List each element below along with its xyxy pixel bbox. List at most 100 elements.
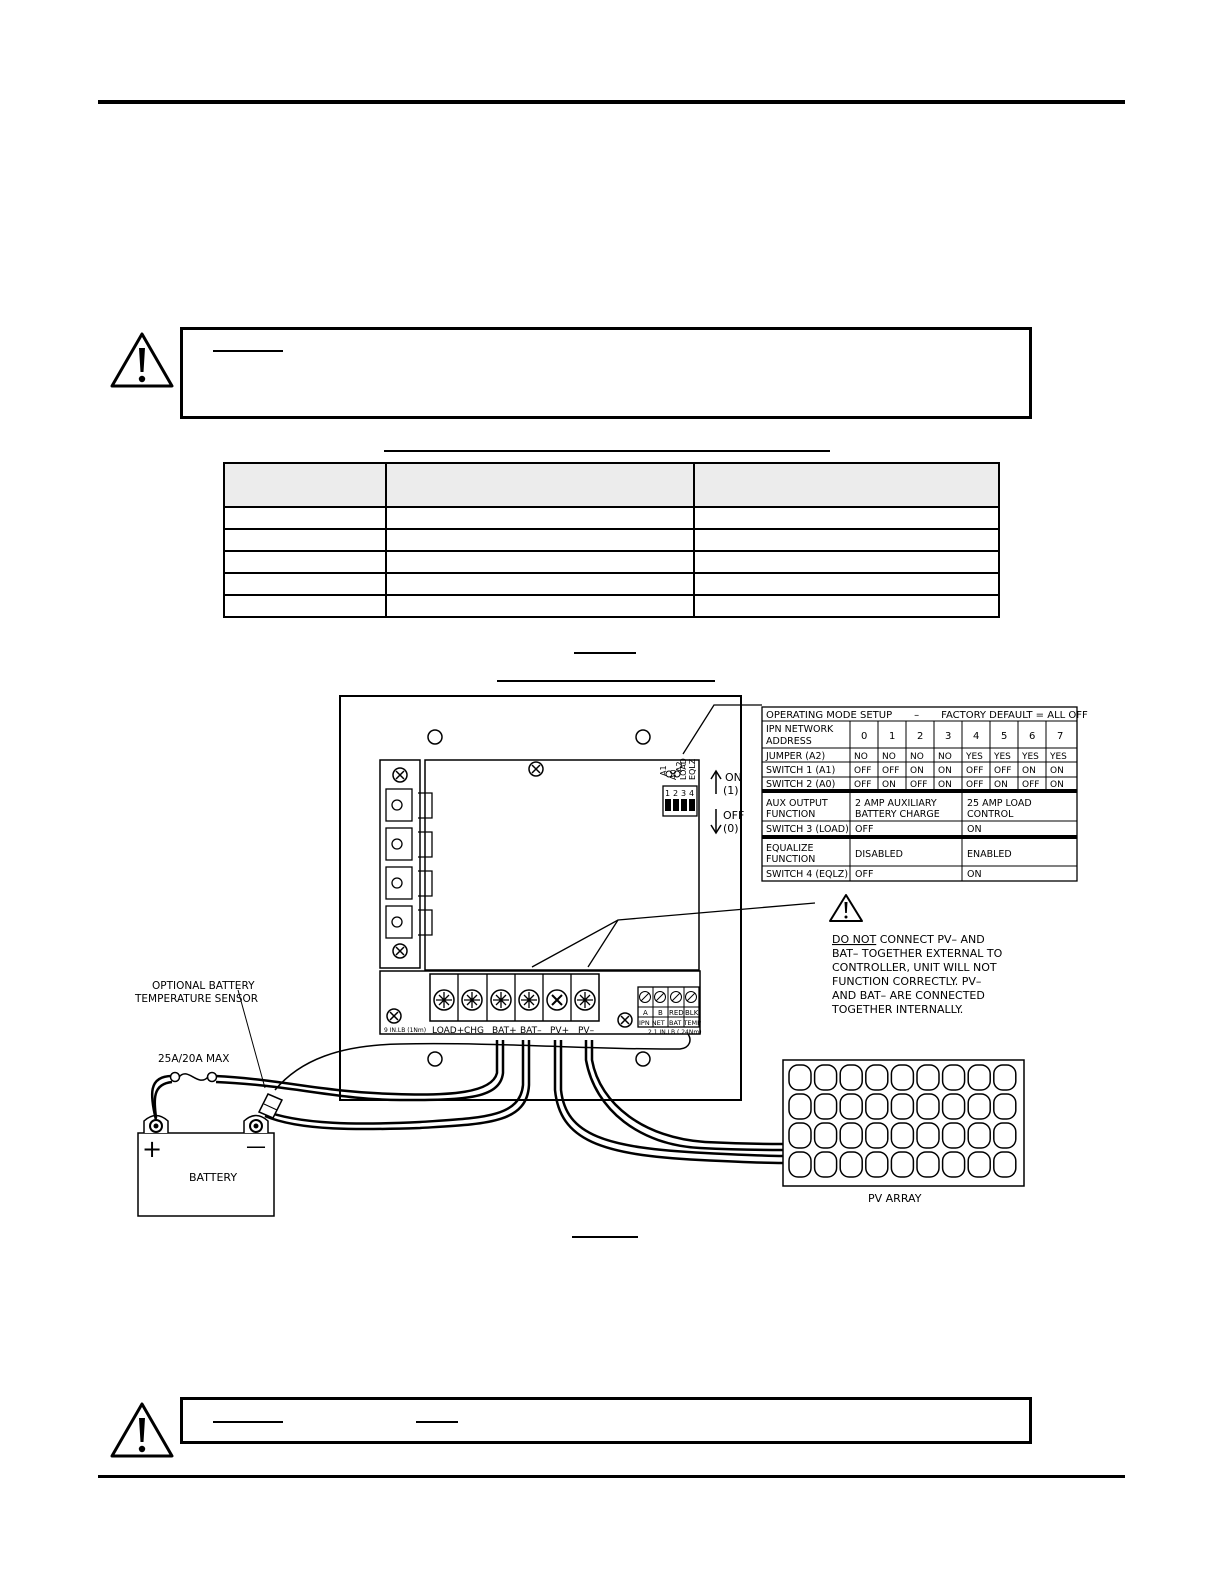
diagram-caution-icon xyxy=(829,894,863,922)
svg-text:2: 2 xyxy=(673,789,678,798)
svg-text:OFF: OFF xyxy=(910,780,927,790)
svg-text:ON: ON xyxy=(938,780,952,790)
dip-label-a0: A0 xyxy=(669,769,678,780)
bat-temp-label: BAT TEMP xyxy=(669,1019,701,1027)
table-header-row xyxy=(223,462,1000,508)
pv-bat-warning-note: DO NOT CONNECT PV– AND BAT– TOGETHER EXT… xyxy=(831,933,1003,1016)
svg-text:CONTROL: CONTROL xyxy=(967,809,1014,820)
fuse-rating-label: 25A/20A MAX xyxy=(158,1053,229,1065)
svg-text:EQUALIZE: EQUALIZE xyxy=(766,843,814,854)
pv-array xyxy=(782,1059,1025,1187)
svg-text:FUNCTION: FUNCTION xyxy=(766,854,815,865)
pv-cell xyxy=(788,1151,812,1178)
pv-cell xyxy=(941,1151,966,1178)
svg-text:OFF: OFF xyxy=(882,766,899,776)
settings-table xyxy=(223,462,1000,618)
dip-label-eqlz: EQLZ xyxy=(688,758,697,780)
terminal-screw-icon xyxy=(518,989,540,1011)
pv-cell xyxy=(993,1093,1017,1120)
pv-cell xyxy=(967,1064,991,1091)
terminal-label-pv-minus: PV– xyxy=(578,1026,595,1036)
svg-text:2: 2 xyxy=(917,731,923,742)
dip-label-load: LOAD xyxy=(679,758,688,780)
dip-switch: A1 A2 A0 LOAD EQLZ 1 2 3 4 xyxy=(659,758,698,817)
terminal-screw-icon xyxy=(617,1012,633,1028)
footer-rule xyxy=(98,1475,1125,1478)
pv-cell xyxy=(941,1064,966,1091)
svg-text:ENABLED: ENABLED xyxy=(967,849,1012,860)
figure-title-underline xyxy=(497,680,715,682)
pv-cell xyxy=(916,1151,940,1178)
svg-text:BAT– TOGETHER EXTERNAL TO: BAT– TOGETHER EXTERNAL TO xyxy=(832,947,1003,960)
svg-text:SWITCH 4 (EQLZ): SWITCH 4 (EQLZ) xyxy=(766,869,848,880)
svg-text:4: 4 xyxy=(973,731,979,742)
heatsink-screw-icon xyxy=(392,767,408,783)
terminal-screw-icon xyxy=(386,1008,402,1024)
svg-text:AUX OUTPUT: AUX OUTPUT xyxy=(766,798,828,809)
mounting-hole xyxy=(427,729,443,745)
dip-off-label: OFF xyxy=(723,809,744,822)
torque-label-signal: 2.1 IN.LB (.24Nm) xyxy=(648,1029,702,1036)
pv-cell xyxy=(890,1151,915,1178)
mounting-hole xyxy=(427,1051,443,1067)
table-row xyxy=(223,506,1000,530)
pv-cell xyxy=(993,1064,1017,1091)
off-arrow-icon xyxy=(710,809,722,835)
svg-text:BATTERY CHARGE: BATTERY CHARGE xyxy=(855,809,940,820)
svg-text:AND BAT– ARE CONNECTED: AND BAT– ARE CONNECTED xyxy=(832,989,985,1002)
mounting-hole xyxy=(635,729,651,745)
svg-text:BLK: BLK xyxy=(685,1009,699,1017)
pv-cell xyxy=(967,1151,991,1178)
figure-caption-underline xyxy=(572,1236,638,1238)
terminal-screw-icon xyxy=(574,989,596,1011)
dip-label-a2: A2 xyxy=(675,761,684,772)
temperature-sensor-icon xyxy=(257,1093,284,1119)
svg-text:NO: NO xyxy=(910,752,924,762)
svg-text:TOGETHER INTERNALLY.: TOGETHER INTERNALLY. xyxy=(831,1003,963,1016)
pv-cell xyxy=(865,1151,889,1178)
svg-text:SWITCH 2 (A0): SWITCH 2 (A0) xyxy=(766,779,835,790)
svg-text:IPN NETWORK: IPN NETWORK xyxy=(766,724,834,735)
mounting-hole xyxy=(635,1051,651,1067)
pv-cell xyxy=(839,1122,863,1149)
pv-cell xyxy=(813,1151,838,1178)
power-transistors xyxy=(385,788,433,939)
svg-text:ON: ON xyxy=(1050,766,1064,776)
table-header-cell xyxy=(385,462,695,508)
terminal-label-chg: CHG xyxy=(464,1026,484,1036)
table-caption-underline xyxy=(384,450,830,452)
pv-cell xyxy=(813,1064,838,1091)
pv-cell xyxy=(839,1151,863,1178)
svg-text:DISABLED: DISABLED xyxy=(855,849,903,860)
svg-text:OFF: OFF xyxy=(966,780,983,790)
svg-text:A: A xyxy=(643,1009,648,1017)
pv-cell xyxy=(967,1122,991,1149)
pv-cell xyxy=(993,1122,1017,1149)
battery-plus-icon: + xyxy=(142,1135,162,1163)
svg-text:1: 1 xyxy=(665,789,670,798)
svg-text:ON: ON xyxy=(1022,766,1036,776)
pv-cell xyxy=(890,1122,915,1149)
pv-cell xyxy=(916,1093,940,1120)
table-row xyxy=(223,550,1000,574)
figure-label-underline xyxy=(574,652,636,654)
dip-label-a1: A1 xyxy=(659,765,668,776)
terminal-screw-icon xyxy=(490,989,512,1011)
svg-text:FUNCTION CORRECTLY. PV–: FUNCTION CORRECTLY. PV– xyxy=(832,975,981,988)
pv-cell xyxy=(788,1093,812,1120)
pv-cell xyxy=(916,1064,940,1091)
svg-text:OFF: OFF xyxy=(966,766,983,776)
svg-text:ADDRESS: ADDRESS xyxy=(766,736,812,747)
svg-text:NO: NO xyxy=(882,752,896,762)
svg-text:B: B xyxy=(658,1009,663,1017)
pv-cell xyxy=(916,1122,940,1149)
svg-text:CONTROLLER, UNIT WILL NOT: CONTROLLER, UNIT WILL NOT xyxy=(832,961,997,974)
caution-triangle-icon xyxy=(110,332,174,388)
sensor-leader-line xyxy=(237,989,266,1089)
caution-box xyxy=(180,327,1032,419)
pv-cell xyxy=(890,1093,915,1120)
pv-cell xyxy=(941,1122,966,1149)
heatsink-screw-icon xyxy=(392,943,408,959)
svg-text:4: 4 xyxy=(689,789,694,798)
